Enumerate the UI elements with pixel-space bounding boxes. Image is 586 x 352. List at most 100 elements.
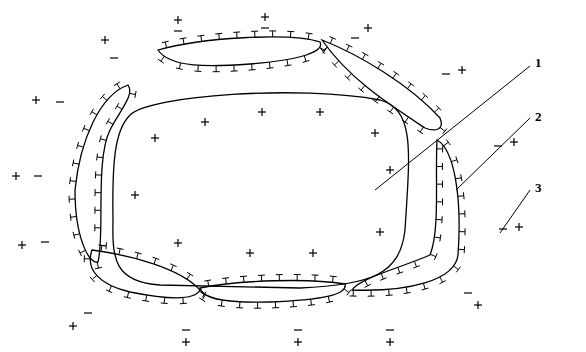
plus-sign <box>477 301 478 309</box>
plus-sign <box>35 96 36 104</box>
membrane-tick <box>455 178 461 179</box>
membrane-tick <box>171 265 173 270</box>
membrane-tick <box>254 31 255 37</box>
plus-sign <box>185 338 186 346</box>
membrane-tick <box>297 275 298 281</box>
plus-sign <box>261 108 262 116</box>
plus-sign <box>297 338 298 346</box>
leader-line <box>375 66 530 190</box>
minus-sign <box>34 175 42 176</box>
membrane-tick <box>117 84 120 89</box>
membrane-tick <box>216 66 217 72</box>
membrane-tick <box>276 274 283 275</box>
membrane-tick <box>194 71 201 72</box>
membrane-tick <box>213 71 220 72</box>
membrane-tick <box>408 82 414 86</box>
membrane-tick <box>303 60 310 62</box>
minus-sign <box>41 241 49 242</box>
membrane-tick <box>176 68 183 70</box>
callout-number: 3 <box>535 181 542 194</box>
membrane-tick <box>320 48 324 54</box>
membrane-tick <box>84 128 90 130</box>
membrane-tick <box>406 287 408 293</box>
plus-sign <box>21 241 22 249</box>
plus-sign <box>177 239 178 247</box>
membrane-tick <box>109 286 112 291</box>
membrane-tick <box>362 52 368 55</box>
membrane-tick <box>106 242 107 249</box>
membrane-tick <box>334 61 338 65</box>
membrane-tick <box>179 63 180 69</box>
membrane-tick <box>390 107 393 112</box>
membrane-tick <box>358 88 363 92</box>
membrane-tick <box>442 163 443 170</box>
membrane-tick <box>145 295 147 301</box>
minus-sign <box>464 292 472 293</box>
membrane-tick <box>437 201 443 202</box>
membrane-tick <box>221 300 223 306</box>
membrane-tick <box>421 95 425 100</box>
membrane-tick <box>388 289 389 295</box>
membrane-tick <box>161 56 164 61</box>
membrane-tick <box>225 278 227 284</box>
plus-sign <box>513 138 514 146</box>
membrane-tick <box>240 276 247 278</box>
membrane-tick <box>380 278 387 281</box>
membrane-tick <box>199 298 205 302</box>
membrane-tick <box>436 105 441 110</box>
membrane-tick <box>328 296 329 302</box>
plus-sign <box>154 134 155 142</box>
membrane-tick <box>326 301 333 303</box>
membrane-tick <box>346 44 352 47</box>
minus-sign <box>442 73 450 74</box>
plus-sign <box>249 249 250 257</box>
membrane-tick <box>95 189 96 196</box>
membrane-tick <box>96 174 102 175</box>
membrane-tick <box>269 30 276 31</box>
membrane-tick <box>347 290 351 296</box>
membrane-tick <box>94 224 95 231</box>
membrane-tick <box>92 112 97 115</box>
membrane-tick <box>347 74 351 78</box>
plus-sign <box>312 249 313 257</box>
membrane-tick <box>100 139 106 141</box>
membrane-tick <box>378 61 384 65</box>
membrane-tick <box>312 274 319 275</box>
membrane-tick <box>442 198 443 205</box>
membrane-tick <box>347 46 350 51</box>
membrane-tick <box>350 295 357 296</box>
membrane-tick <box>290 31 291 37</box>
surrounding-cell <box>158 37 321 66</box>
charge-signs <box>12 13 523 346</box>
membrane-tick <box>254 308 261 309</box>
plus-sign <box>104 36 105 44</box>
membrane-tick <box>78 145 84 147</box>
membrane-tick <box>397 272 404 274</box>
membrane-tick <box>222 277 229 279</box>
membrane-tick <box>353 290 354 296</box>
membrane-tick <box>285 65 292 66</box>
membrane-tick <box>393 71 399 75</box>
membrane-tick <box>243 276 244 282</box>
membrane-tick <box>440 281 446 284</box>
membrane-tick <box>381 273 383 279</box>
membrane-tick <box>464 228 465 235</box>
membrane-tick <box>308 33 310 39</box>
membrane-tick <box>100 245 106 246</box>
membrane-tick <box>165 42 166 48</box>
membrane-tick <box>405 117 408 122</box>
membrane-tick <box>413 266 420 268</box>
membrane-tick <box>362 54 365 59</box>
membrane-tick <box>249 69 256 71</box>
membrane-tick <box>97 262 98 268</box>
surrounding-cell <box>352 140 459 290</box>
membrane-tick <box>231 70 238 71</box>
membrane-tick <box>95 210 101 211</box>
membrane-tick <box>71 216 77 218</box>
leader-line <box>500 190 530 233</box>
membrane-tick <box>95 267 102 268</box>
membrane-tick <box>323 47 328 51</box>
plus-sign <box>389 166 390 174</box>
membrane-tick <box>287 60 288 66</box>
